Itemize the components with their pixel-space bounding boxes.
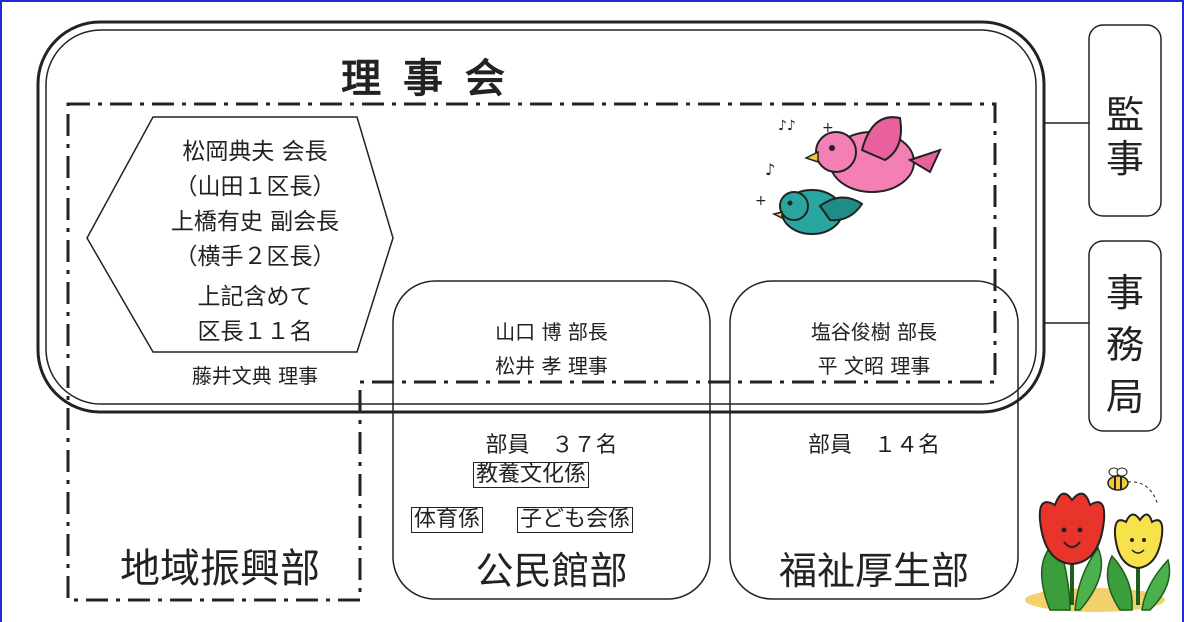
pink-bird-icon [804,116,942,193]
auditor-label: 監 [1105,93,1144,137]
kominkan-group-culture: 教養文化係 [473,462,590,489]
welfare-department-name: 福祉厚生部 [778,549,969,593]
kominkan-department-name: 公民館部 [475,549,628,593]
bee-icon [1107,467,1159,506]
regional-director: 藤井文典 理事 [191,364,319,388]
leadership-line: （横手２区長） [174,244,336,270]
leadership-line: 上橋有史 副会長 [170,209,340,235]
leadership-line: 区長１１名 [197,319,313,345]
board-dashdot-region [66,102,997,602]
secretariat-label: 務 [1105,323,1144,367]
music-note-icon: ♪ [765,160,775,179]
secretariat-box [1088,240,1162,432]
leadership-line: 上記含めて [197,284,313,310]
kominkan-group-children: 子ども会係 [517,507,634,534]
leaf-icon [1141,558,1171,611]
kominkan-box [392,280,711,600]
kominkan-group-sports: 体育係 [411,507,484,534]
board-outer-border [36,20,1046,414]
board-inner-border [45,29,1037,405]
music-note-icon: ♪♪ [778,118,796,134]
welfare-members: 部員 １４名 [807,433,940,458]
regional-department-name: 地域振興部 [120,546,320,592]
leaf-icon [1074,546,1103,611]
kominkan-members: 部員 ３７名 [485,433,618,458]
kominkan-director: 松井 孝 理事 [495,354,608,378]
secretariat-label: 事 [1105,271,1144,315]
leadership-line: （山田１区長） [174,174,336,200]
auditor-box [1088,24,1162,217]
leadership-line: 松岡典夫 会長 [182,139,328,165]
board-title: 理 事 会 [341,56,509,102]
sparkle-icon: + [755,193,767,209]
secretariat-label: 局 [1105,375,1144,419]
tulips-illustration [1025,467,1171,612]
kominkan-head: 山口 博 部長 [495,320,608,344]
welfare-head: 塩谷俊樹 部長 [810,320,938,344]
leaf-icon [1106,554,1133,611]
welfare-box [729,280,1019,600]
sparkle-icon: + [822,120,834,136]
auditor-label: 事 [1105,137,1144,181]
leadership-hexagon [86,116,394,353]
teal-bird-icon [771,189,864,235]
red-tulip-icon [1038,492,1106,566]
yellow-tulip-icon [1113,513,1164,570]
welfare-director: 平 文昭 理事 [817,354,931,378]
birds-illustration: ♪♪ ♪ + + [755,116,942,235]
